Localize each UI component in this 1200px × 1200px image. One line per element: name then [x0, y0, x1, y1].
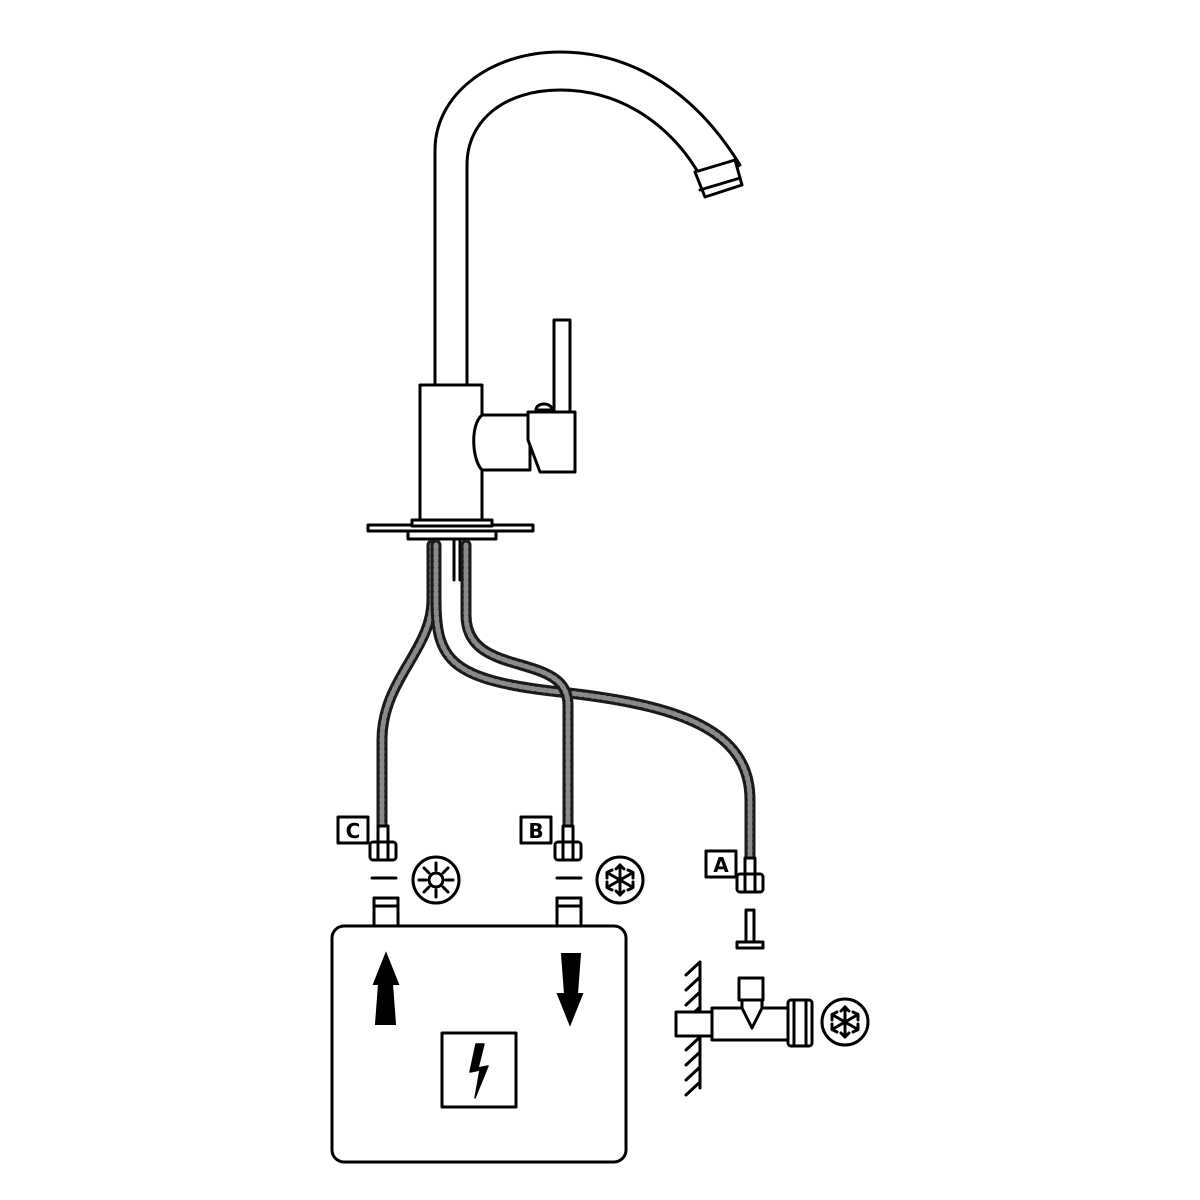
valve-body — [710, 998, 792, 1042]
label-b-text: B — [528, 819, 543, 843]
hose-a — [433, 542, 753, 863]
fitting-b — [553, 824, 583, 862]
arrow-down-icon — [556, 953, 584, 1027]
valve-pipe — [674, 1010, 718, 1038]
label-c: C — [336, 815, 370, 845]
faucet-spout — [433, 50, 742, 387]
faucet-lever-housing — [472, 413, 532, 472]
water-heater — [330, 896, 628, 1164]
sun-icon — [411, 855, 461, 905]
hoses — [376, 539, 756, 866]
valve-adapter — [744, 908, 756, 944]
label-a-text: A — [713, 853, 729, 877]
fitting-a — [735, 856, 765, 894]
faucet-lever — [552, 318, 572, 414]
faucet-body — [418, 383, 484, 527]
lightning-icon — [469, 1043, 489, 1099]
faucet — [366, 50, 744, 582]
snowflake-icon — [820, 997, 870, 1047]
label-b: B — [519, 815, 553, 845]
arrow-up-icon — [372, 951, 400, 1025]
angle-valve — [674, 908, 814, 1097]
faucet-cartridge — [526, 410, 577, 474]
snowflake-icon — [595, 855, 645, 905]
valve-knob — [786, 998, 814, 1048]
fitting-c — [368, 824, 398, 862]
hose-b — [463, 542, 571, 833]
label-c-text: C — [346, 819, 361, 843]
label-a: A — [704, 849, 738, 879]
